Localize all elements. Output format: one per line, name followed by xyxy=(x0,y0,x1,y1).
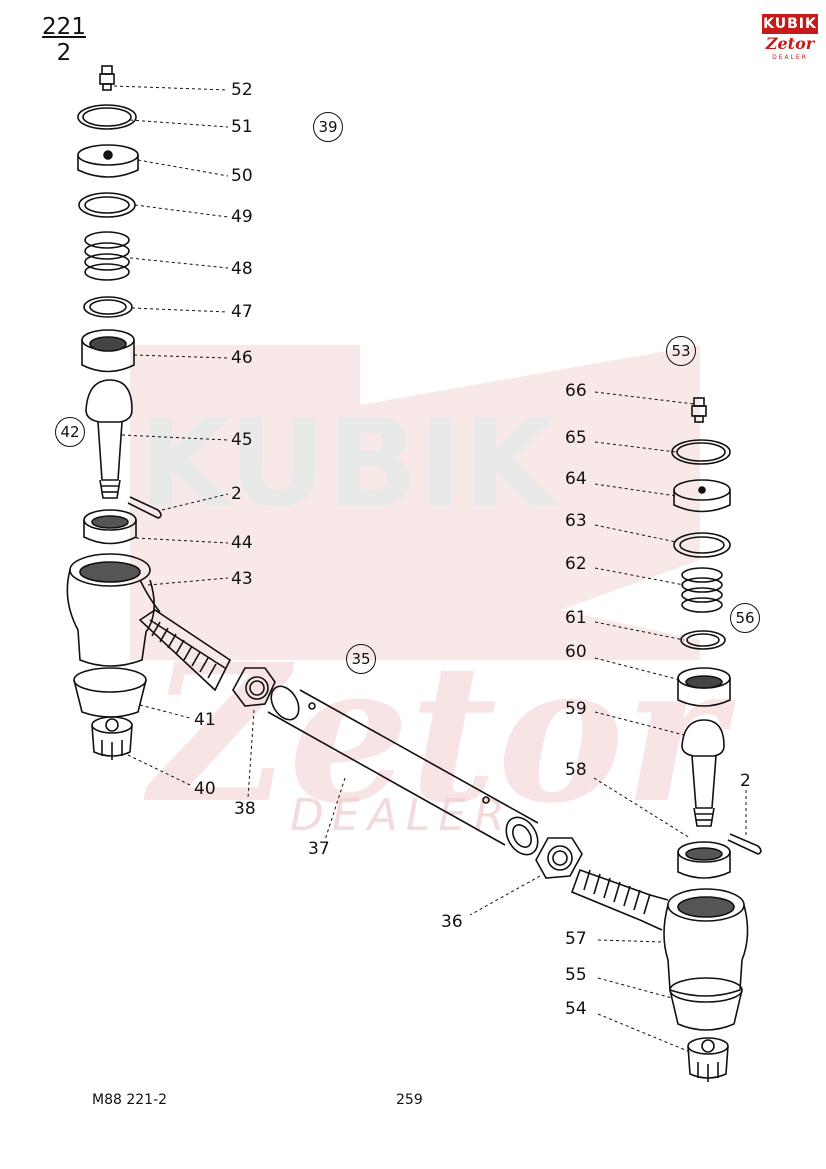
part-label-37: 37 xyxy=(308,839,330,859)
housing-right xyxy=(570,868,749,997)
page-ref-numerator: 221 xyxy=(42,14,86,40)
group-ref-42: 42 xyxy=(55,417,85,447)
part-label-2-right: 2 xyxy=(740,771,751,791)
cotter-pin-right xyxy=(727,833,762,855)
tie-rod-tube xyxy=(267,685,539,856)
part-label-44: 44 xyxy=(231,533,253,553)
logo-kubik-text: KUBIK xyxy=(762,14,818,34)
part-label-64: 64 xyxy=(565,469,587,489)
footer-page-number: 259 xyxy=(396,1092,423,1108)
lock-nut-right xyxy=(535,837,583,879)
spring-left xyxy=(84,231,130,281)
washer-left xyxy=(83,296,133,318)
part-label-62: 62 xyxy=(565,554,587,574)
part-label-36: 36 xyxy=(441,912,463,932)
part-label-49: 49 xyxy=(231,207,253,227)
ring-right xyxy=(673,532,731,558)
housing-left xyxy=(66,553,232,692)
part-label-47: 47 xyxy=(231,302,253,322)
grease-nipple-left xyxy=(99,65,115,91)
cup-right xyxy=(677,667,731,707)
group-ref-53: 53 xyxy=(666,336,696,366)
logo-dealer-text: DEALER xyxy=(772,54,808,61)
castle-nut-left xyxy=(91,716,133,760)
lock-nut-left xyxy=(232,667,276,707)
group-ref-35: 35 xyxy=(346,644,376,674)
group-ref-39: 39 xyxy=(313,112,343,142)
dust-boot-right xyxy=(669,977,743,1031)
grease-nipple-right xyxy=(691,397,707,423)
part-label-55: 55 xyxy=(565,965,587,985)
castle-nut-right xyxy=(687,1037,729,1082)
logo-zetor-text: Zetor xyxy=(765,34,815,53)
part-label-50: 50 xyxy=(231,166,253,186)
cap-left xyxy=(77,144,139,178)
dust-boot-left xyxy=(73,667,147,718)
watermark-k-shape xyxy=(130,345,700,660)
ball-stud-left xyxy=(85,379,133,499)
part-label-65: 65 xyxy=(565,428,587,448)
part-label-59: 59 xyxy=(565,699,587,719)
part-label-45: 45 xyxy=(231,430,253,450)
spring-right xyxy=(681,567,723,613)
part-label-51: 51 xyxy=(231,117,253,137)
washer-right xyxy=(680,630,726,650)
circlip-right xyxy=(671,439,731,465)
part-label-2-left: 2 xyxy=(231,484,242,504)
part-label-41: 41 xyxy=(194,710,216,730)
footer-code: M88 221-2 xyxy=(92,1092,168,1108)
cotter-pin-left xyxy=(127,496,162,519)
kubik-zetor-logo: KUBIK Zetor DEALER xyxy=(762,14,818,62)
part-label-48: 48 xyxy=(231,259,253,279)
cup-left xyxy=(81,329,135,373)
part-label-66: 66 xyxy=(565,381,587,401)
ball-stud-right xyxy=(681,719,725,827)
part-label-40: 40 xyxy=(194,779,216,799)
circlip-left xyxy=(77,104,137,130)
part-label-54: 54 xyxy=(565,999,587,1019)
page-reference: 221 2 xyxy=(40,14,88,66)
watermark-kubik-text: KUBIK xyxy=(138,395,559,534)
seat-left xyxy=(83,509,137,545)
part-label-46: 46 xyxy=(231,348,253,368)
cap-right xyxy=(673,479,731,513)
group-ref-56: 56 xyxy=(730,603,760,633)
part-label-58: 58 xyxy=(565,760,587,780)
part-label-52: 52 xyxy=(231,80,253,100)
part-label-63: 63 xyxy=(565,511,587,531)
part-label-61: 61 xyxy=(565,608,587,628)
leader-lines xyxy=(113,85,747,1053)
part-label-38: 38 xyxy=(234,799,256,819)
part-label-57: 57 xyxy=(565,929,587,949)
seat-right xyxy=(677,841,731,879)
part-label-60: 60 xyxy=(565,642,587,662)
page-ref-denominator: 2 xyxy=(56,40,72,66)
part-label-43: 43 xyxy=(231,569,253,589)
watermark-dealer-text: DEALER xyxy=(290,790,513,841)
